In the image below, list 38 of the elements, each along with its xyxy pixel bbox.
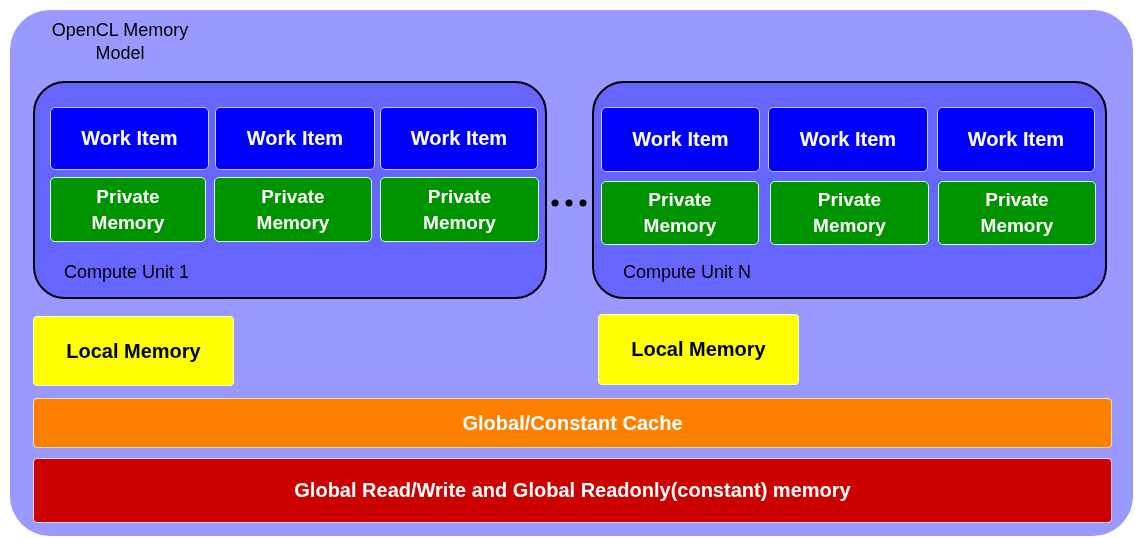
box-label: Work Item <box>81 127 178 150</box>
box-label: Work Item <box>246 127 344 150</box>
compute-unit-box <box>33 81 547 299</box>
private-memory-box <box>380 177 539 242</box>
unit-label: Compute Unit 1 <box>64 262 190 283</box>
local-memory-box <box>33 316 234 386</box>
work-item-box <box>768 107 928 172</box>
box-label: Work Item <box>632 128 729 151</box>
global-memory-bar <box>33 458 1112 523</box>
work-item-box <box>380 107 538 170</box>
private-memory-box <box>938 181 1096 245</box>
box-label: Global/Constant Cache <box>462 411 683 435</box>
unit-label: Compute Unit N <box>623 262 752 283</box>
local-memory-box <box>598 314 799 385</box>
box-label: Local Memory <box>631 338 766 361</box>
box-label: Private Memory <box>90 184 166 235</box>
box-label: Local Memory <box>66 339 201 363</box>
memory-model-panel <box>10 10 1133 536</box>
private-memory-box <box>601 181 759 245</box>
private-memory-box <box>50 177 206 242</box>
work-item-box <box>937 107 1095 172</box>
work-item-box <box>215 107 375 170</box>
box-label: Private Memory <box>812 188 887 238</box>
box-label: Work Item <box>967 128 1065 151</box>
private-memory-box <box>214 177 372 242</box>
panel-heading: OpenCL Memory Model <box>50 19 190 66</box>
cache-bar <box>33 398 1112 448</box>
box-label: Global Read/Write and Global Readonly(constant) memory <box>294 479 851 502</box>
box-label: Work Item <box>799 128 897 151</box>
compute-unit-box <box>592 81 1107 299</box>
box-label: Private Memory <box>979 188 1055 238</box>
box-label: Private Memory <box>255 184 331 235</box>
box-label: Private Memory <box>642 188 718 238</box>
box-label: Private Memory <box>422 184 497 235</box>
box-label: Work Item <box>410 127 508 150</box>
private-memory-box <box>770 181 929 245</box>
work-item-box <box>50 107 209 170</box>
work-item-box <box>601 107 760 172</box>
